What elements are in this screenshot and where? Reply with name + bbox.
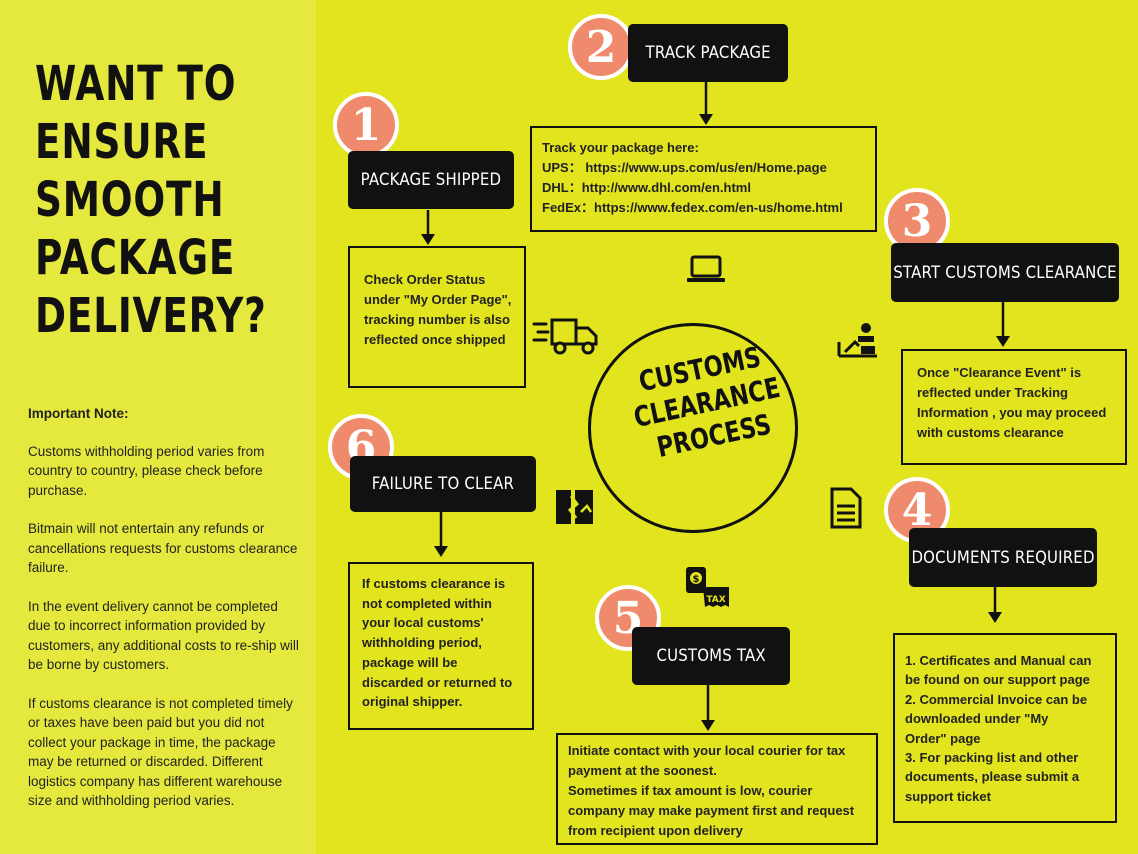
headline-line: WANT TO [35,56,237,112]
step-6-label: FAILURE TO CLEAR [350,456,536,512]
step-6-box: If customs clearance is not completed wi… [348,562,534,730]
step-1-line: tracking number is also [364,312,510,327]
step-2-number: 2 [568,14,634,80]
customs-officer-icon [837,323,877,358]
step-4-line: documents, please submit a [905,769,1080,785]
step-5-box: Initiate contact with your local courier… [556,733,878,845]
step-2-line: UPS： https://www.ups.com/us/en/Home.page [542,160,827,175]
step-3-label: START CUSTOMS CLEARANCE [891,243,1119,302]
step-2-label: TRACK PACKAGE [628,24,788,82]
step-3-line: with customs clearance [917,425,1064,440]
headline: WANT TO ENSURE SMOOTH PACKAGE DELIVERY? [35,55,267,345]
step-4-line: support ticket [905,788,991,804]
step-5-line: from recipient upon delivery [568,823,743,838]
step-4-line: 2. Commercial Invoice can be [905,691,1088,707]
step-6-line: not completed within [362,595,492,611]
headline-line: DELIVERY? [35,288,267,344]
step-5-line: Sometimes if tax amount is low, courier [568,783,813,798]
note-paragraph: If customs clearance is not completed ti… [28,695,293,809]
step-2-line: FedEx：https://www.fedex.com/en-us/home.h… [542,200,843,215]
step-3-line: Information , you may proceed [917,405,1107,420]
step-4-line: Order" page [905,730,981,746]
important-notes: Important Note: Customs withholding peri… [28,404,300,830]
step-1-line: Check Order Status [364,272,486,287]
delivery-truck-icon [532,318,598,355]
headline-line: SMOOTH [35,172,225,228]
step-1-label: PACKAGE SHIPPED [348,151,514,209]
laptop-icon [687,255,725,282]
step-5-line: payment at the soonest. [568,763,717,778]
step-5-line: company may make payment first and reque… [568,803,855,818]
broken-box-icon [556,490,593,524]
svg-text:$: $ [693,574,700,585]
step-4-line: 1. Certificates and Manual can [905,653,1092,668]
sidebar: WANT TO ENSURE SMOOTH PACKAGE DELIVERY? … [0,0,316,854]
step-6-line: your local customs' [362,615,484,631]
step-6-line: package will be [362,654,458,670]
document-icon [830,487,862,529]
step-1-line: under "My Order Page", [364,292,512,307]
step-5-line: Initiate contact with your local courier… [568,743,846,758]
step-2-line: Track your package here: [542,140,699,155]
step-3-line: Once "Clearance Event" is [917,365,1082,380]
step-2-line: DHL：http://www.dhl.com/en.html [542,180,751,195]
step-2-box: Track your package here: UPS： https://ww… [530,126,877,232]
note-title: Important Note: [28,406,129,421]
svg-text:TAX: TAX [706,595,725,605]
tax-money-icon: $ TAX [686,567,729,607]
step-4-line: 3. For packing list and other [905,750,1079,766]
note-paragraph: Customs withholding period varies from c… [28,443,265,498]
step-1-number: 1 [333,92,399,158]
step-4-line: be found on our support page [905,672,1090,688]
note-paragraph: Bitmain will not entertain any refunds o… [28,521,298,575]
step-5-label: CUSTOMS TAX [632,627,790,685]
step-4-line: downloaded under "My [905,711,1049,727]
step-6-line: withholding period, [362,635,482,651]
step-4-box: 1. Certificates and Manual can be found … [893,633,1117,823]
center-circle [588,323,798,533]
headline-line: ENSURE [35,114,209,170]
step-3-box: Once "Clearance Event" is reflected unde… [901,349,1127,465]
note-paragraph: In the event delivery cannot be complete… [28,598,299,673]
step-3-line: reflected under Tracking [917,385,1068,400]
step-4-label: DOCUMENTS REQUIRED [909,528,1097,587]
step-1-line: reflected once shipped [364,332,506,347]
step-6-line: original shipper. [362,694,463,710]
step-6-line: discarded or returned to [362,674,513,690]
headline-line: PACKAGE [35,230,236,286]
step-1-box: Check Order Status under "My Order Page"… [348,246,526,388]
step-6-line: If customs clearance is [362,576,506,591]
